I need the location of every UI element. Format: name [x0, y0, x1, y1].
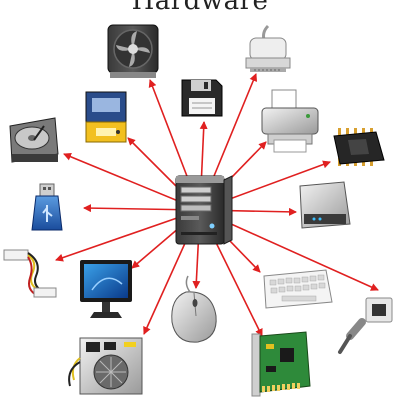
keyboard-icon	[263, 269, 333, 309]
diagram-title: Hardware	[131, 0, 269, 16]
computer-tower-icon	[175, 175, 233, 245]
mouse-icon	[171, 275, 217, 343]
zip-drive-icon	[85, 91, 127, 143]
expansion-card-icon	[251, 331, 311, 397]
power-supply-icon	[68, 337, 143, 395]
ethernet-cable-icon	[338, 297, 393, 354]
power-cable-icon	[3, 249, 57, 298]
parallel-cable-icon	[245, 24, 291, 72]
floppy-disk-icon	[181, 79, 223, 117]
cpu-fan-icon	[107, 24, 159, 78]
monitor-icon	[80, 260, 132, 318]
external-drive-icon	[299, 181, 351, 229]
usb-drive-icon	[31, 183, 63, 231]
printer-icon	[261, 89, 319, 153]
hard-disk-icon	[9, 117, 59, 163]
cpu-chip-icon	[333, 128, 385, 166]
